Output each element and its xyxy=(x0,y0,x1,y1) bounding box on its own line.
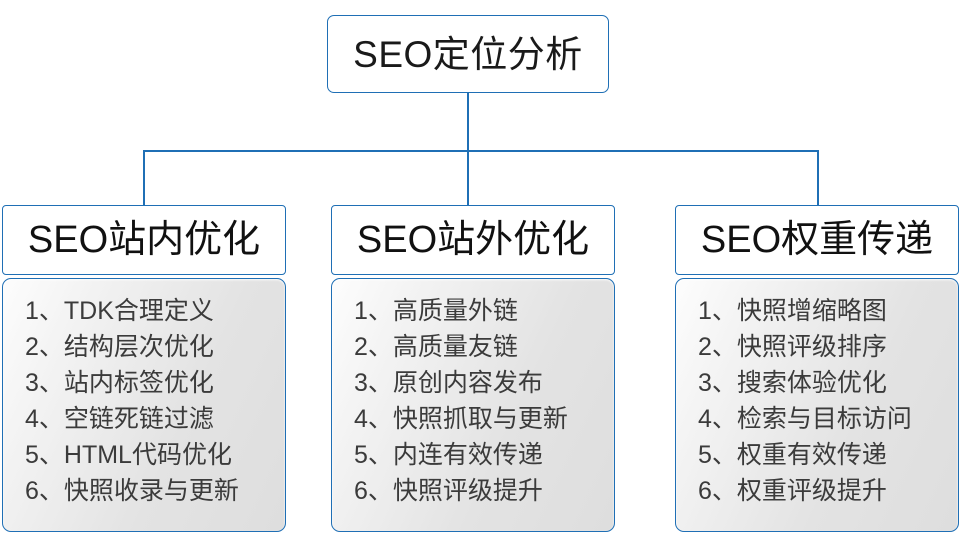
list-item[interactable]: 1、 快照增缩略图 xyxy=(676,293,958,329)
list-item-number: 6、 xyxy=(698,476,737,505)
list-item[interactable]: 6、 快照收录与更新 xyxy=(3,473,285,509)
list-item-number: 6、 xyxy=(25,476,64,505)
list-item[interactable]: 3、 站内标签优化 xyxy=(3,365,285,401)
list-item-label: 快照评级提升 xyxy=(392,476,543,505)
list-item-number: 2、 xyxy=(25,332,64,361)
list-item[interactable]: 2、 高质量友链 xyxy=(332,329,614,365)
list-item-label: 快照抓取与更新 xyxy=(392,404,568,433)
list-item-number: 3、 xyxy=(25,368,64,397)
list-item[interactable]: 5、 HTML代码优化 xyxy=(3,437,285,473)
root-node-seo-positioning-analysis[interactable]: SEO定位分析 xyxy=(327,15,609,93)
list-item-number: 3、 xyxy=(698,368,737,397)
list-item-number: 4、 xyxy=(354,404,393,433)
branch-header-label: SEO站外优化 xyxy=(356,219,590,261)
list-item-number: 2、 xyxy=(698,332,737,361)
list-item-number: 4、 xyxy=(698,404,737,433)
list-item[interactable]: 2、 快照评级排序 xyxy=(676,329,958,365)
list-item-label: 搜索体验优化 xyxy=(736,368,887,397)
list-item[interactable]: 5、 权重有效传递 xyxy=(676,437,958,473)
list-item-label: TDK合理定义 xyxy=(63,296,214,325)
branch-item-list-1: 1、 TDK合理定义 2、 结构层次优化 3、 站内标签优化 4、 空链死链过滤… xyxy=(2,278,286,532)
list-item-number: 6、 xyxy=(354,476,393,505)
branch-column-3: SEO权重传递 1、 快照增缩略图 2、 快照评级排序 3、 搜索体验优化 4、… xyxy=(675,205,959,532)
list-item-number: 5、 xyxy=(354,440,393,469)
list-item[interactable]: 5、 内连有效传递 xyxy=(332,437,614,473)
list-item-number: 1、 xyxy=(354,296,393,325)
list-item[interactable]: 4、 检索与目标访问 xyxy=(676,401,958,437)
list-item[interactable]: 4、 快照抓取与更新 xyxy=(332,401,614,437)
branch-column-1: SEO站内优化 1、 TDK合理定义 2、 结构层次优化 3、 站内标签优化 4… xyxy=(2,205,286,532)
list-item[interactable]: 3、 原创内容发布 xyxy=(332,365,614,401)
list-item-label: 高质量外链 xyxy=(392,296,518,325)
list-item-number: 4、 xyxy=(25,404,64,433)
branch-header-label: SEO权重传递 xyxy=(700,219,934,261)
connector-drop-branch-3 xyxy=(817,150,819,206)
root-node-label: SEO定位分析 xyxy=(353,33,583,75)
list-item-number: 5、 xyxy=(25,440,64,469)
connector-drop-branch-1 xyxy=(143,150,145,206)
list-item-number: 3、 xyxy=(354,368,393,397)
list-item-number: 1、 xyxy=(698,296,737,325)
list-item[interactable]: 2、 结构层次优化 xyxy=(3,329,285,365)
list-item[interactable]: 1、 高质量外链 xyxy=(332,293,614,329)
list-item-label: 空链死链过滤 xyxy=(63,404,214,433)
list-item[interactable]: 6、 权重评级提升 xyxy=(676,473,958,509)
list-item-label: 内连有效传递 xyxy=(392,440,543,469)
list-item-number: 5、 xyxy=(698,440,737,469)
branch-item-list-3: 1、 快照增缩略图 2、 快照评级排序 3、 搜索体验优化 4、 检索与目标访问… xyxy=(675,278,959,532)
connector-trunk-vertical xyxy=(467,93,469,151)
list-item-label: 权重评级提升 xyxy=(736,476,887,505)
list-item-label: 结构层次优化 xyxy=(63,332,214,361)
connector-drop-branch-2 xyxy=(467,150,469,206)
connector-horizontal-bus xyxy=(143,150,819,152)
list-item-label: 原创内容发布 xyxy=(392,368,543,397)
list-item-label: 高质量友链 xyxy=(392,332,518,361)
list-item-number: 2、 xyxy=(354,332,393,361)
branch-header-weight-transfer[interactable]: SEO权重传递 xyxy=(675,205,959,275)
list-item-label: HTML代码优化 xyxy=(63,440,232,469)
list-item-label: 检索与目标访问 xyxy=(736,404,912,433)
list-item[interactable]: 3、 搜索体验优化 xyxy=(676,365,958,401)
list-item[interactable]: 1、 TDK合理定义 xyxy=(3,293,285,329)
list-item-label: 权重有效传递 xyxy=(736,440,887,469)
list-item-label: 快照增缩略图 xyxy=(736,296,887,325)
branch-header-label: SEO站内优化 xyxy=(27,219,261,261)
list-item-label: 快照收录与更新 xyxy=(63,476,239,505)
branch-item-list-2: 1、 高质量外链 2、 高质量友链 3、 原创内容发布 4、 快照抓取与更新 5… xyxy=(331,278,615,532)
list-item-label: 快照评级排序 xyxy=(736,332,887,361)
list-item-label: 站内标签优化 xyxy=(63,368,214,397)
list-item-number: 1、 xyxy=(25,296,64,325)
branch-column-2: SEO站外优化 1、 高质量外链 2、 高质量友链 3、 原创内容发布 4、 快… xyxy=(331,205,615,532)
branch-header-offsite-optimization[interactable]: SEO站外优化 xyxy=(331,205,615,275)
list-item[interactable]: 6、 快照评级提升 xyxy=(332,473,614,509)
list-item[interactable]: 4、 空链死链过滤 xyxy=(3,401,285,437)
branch-header-onsite-optimization[interactable]: SEO站内优化 xyxy=(2,205,286,275)
